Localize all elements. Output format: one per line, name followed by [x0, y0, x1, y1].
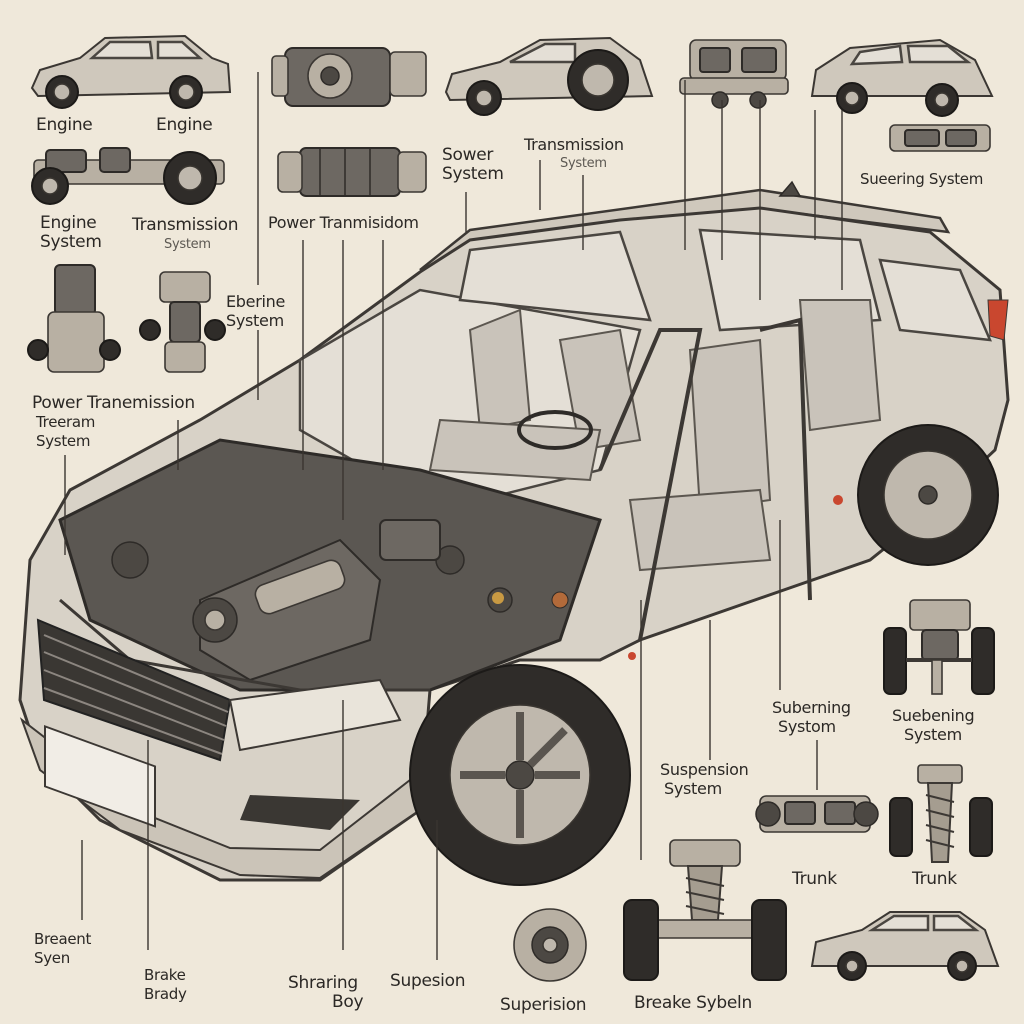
transmission-system-left-line1: Transmission [132, 215, 239, 235]
suspension-strut-icon [883, 599, 995, 695]
transmission-system-top-label: Transmission System [524, 135, 624, 173]
supesion-label: Supesion [390, 971, 466, 991]
brake-system-left-line1: Breaent [34, 930, 92, 948]
brake-body-line1: Brake [144, 966, 186, 984]
drivetrain-icon [755, 795, 879, 833]
breake-system-label: Breake Sybeln [634, 993, 752, 1013]
engine-system-label-line1: Engine [40, 213, 97, 233]
suspension-strut-icon [139, 271, 226, 373]
main-car-cutaway [18, 180, 1010, 886]
suberning-system-label: Suberning Systom [772, 698, 851, 736]
shraring-boy-line2: Boy [332, 992, 364, 1012]
car-thumbnail-icon [444, 36, 654, 116]
eberine-system-line2: System [226, 311, 284, 330]
transmission-system-left-line2: System [164, 237, 211, 252]
suspension-system-label: Suspension System [660, 760, 749, 798]
shraring-boy-label: Shraring Boy [288, 973, 364, 1012]
sueering-system-label: Sueering System [860, 170, 984, 188]
chassis-icon [889, 124, 991, 152]
transmission-system-top-line2: System [560, 156, 607, 171]
engine-system-label: Engine System [40, 214, 102, 252]
car-thumbnail-icon [810, 911, 1000, 981]
suspension-strut-icon [623, 839, 787, 981]
subening-system-line1: Suebening [892, 706, 975, 725]
gearbox-icon [277, 147, 427, 197]
brake-body-label: Brake Brady [144, 966, 187, 1004]
power-transmission-left-label: Power Tranemission Treeram System [32, 394, 195, 451]
engine-label-1: Engine [36, 115, 93, 135]
shraring-boy-line1: Shraring [288, 973, 358, 993]
transmission-system-left-label: Transmission System [132, 215, 239, 254]
drivetrain-icon [679, 39, 789, 109]
car-thumbnail-icon [30, 34, 232, 109]
brake-system-left-label: Breaent Syen [34, 930, 91, 968]
brake-system-left-line2: Syen [34, 949, 70, 967]
chassis-icon [27, 264, 121, 373]
power-transmission-left-line2: Treeram [36, 413, 96, 431]
transmission-system-top-line1: Transmission [524, 135, 624, 154]
eberine-system-line1: Eberine [226, 292, 286, 311]
engine-label-2: Engine [156, 115, 213, 135]
trunk-label-1: Trunk [792, 869, 837, 889]
brake-body-line2: Brady [144, 985, 187, 1003]
leader-lines [64, 72, 843, 960]
sower-system-line1: Sower [442, 145, 494, 165]
chassis-icon [31, 147, 225, 205]
suspension-system-line1: Suspension [660, 760, 749, 779]
engine-system-label-line2: System [40, 232, 102, 252]
subening-system-label: Suebening System [892, 706, 975, 744]
power-transmission-top-label: Power Tranmisidom [268, 213, 419, 232]
suspension-system-line2: System [664, 779, 722, 798]
superision-label: Superision [500, 995, 587, 1015]
engine-block-icon [271, 47, 427, 107]
sower-system-line2: System [442, 164, 504, 184]
suberning-system-line2: Systom [778, 717, 836, 736]
brake-disc-icon [513, 908, 587, 982]
car-thumbnail-icon [810, 38, 994, 117]
suspension-strut-icon [889, 764, 993, 863]
suberning-system-line1: Suberning [772, 698, 851, 717]
trunk-label-2: Trunk [912, 869, 957, 889]
power-transmission-left-line1: Power Tranemission [32, 393, 195, 413]
power-transmission-left-line3: System [36, 432, 91, 450]
sower-system-label: Sower System [442, 146, 504, 184]
subening-system-line2: System [904, 725, 962, 744]
eberine-system-label: Eberine System [226, 292, 285, 330]
